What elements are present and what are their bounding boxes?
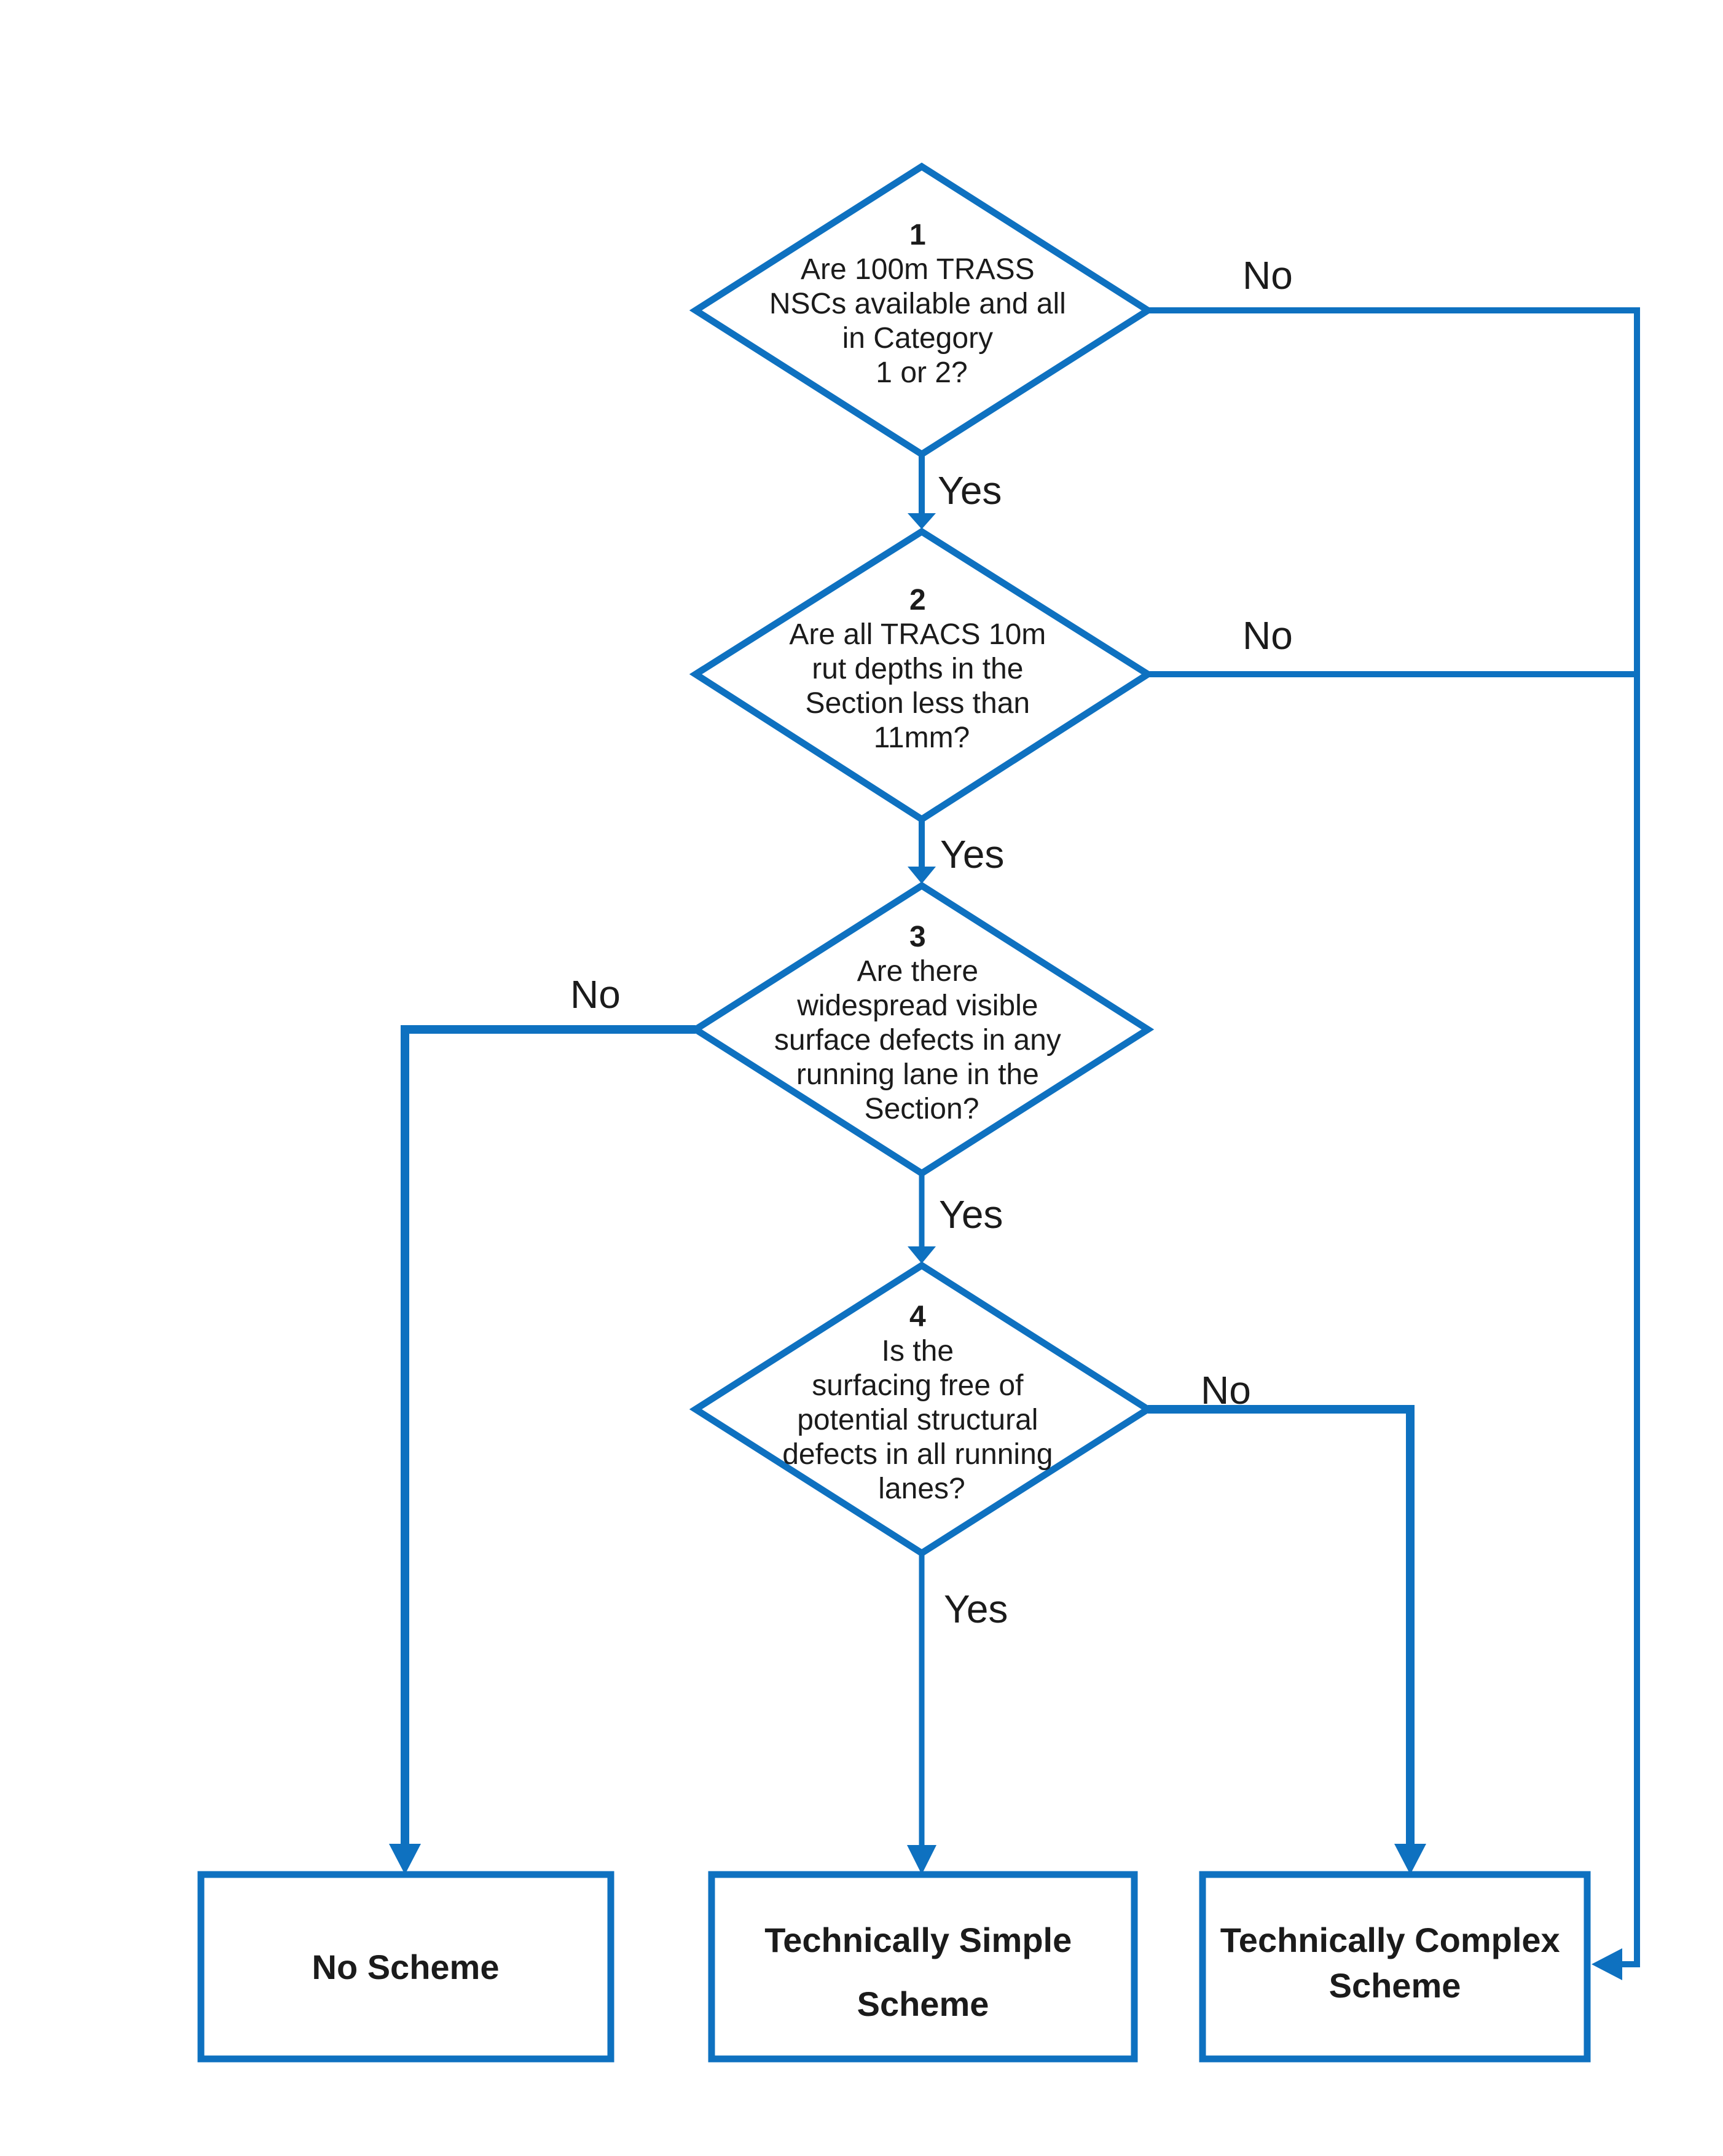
decision-1-text: 1 Are 100m TRASS NSCs available and all …	[769, 219, 1074, 389]
decision-1-number: 1	[909, 219, 926, 251]
label-q2-yes: Yes	[940, 832, 1004, 876]
edge-q3-no	[401, 1025, 696, 1845]
label-q3-no: No	[570, 972, 621, 1017]
outcome-nodes	[197, 1871, 1591, 2063]
arrowhead-left-into-complex	[1592, 1948, 1622, 1980]
decision-4-number: 4	[909, 1300, 926, 1333]
decision-4-diamond	[689, 1261, 1155, 1557]
technically-simple-box	[708, 1871, 1138, 2063]
label-q3-yes: Yes	[939, 1192, 1003, 1237]
arrowhead-down-into-q4	[908, 1246, 936, 1264]
arrowhead-down-into-simple	[907, 1845, 936, 1875]
decision-3-number: 3	[909, 921, 926, 953]
decision-3-diamond	[689, 881, 1155, 1178]
edge-q1-no	[1148, 307, 1640, 1967]
arrowhead-down-into-q2	[908, 513, 936, 529]
arrowhead-down-into-no-scheme	[389, 1844, 421, 1875]
no-scheme-box	[197, 1871, 614, 2063]
label-q1-no: No	[1242, 253, 1293, 297]
label-q4-no: No	[1201, 1368, 1251, 1412]
decision-2-number: 2	[909, 584, 926, 616]
no-scheme-label: No Scheme	[312, 1948, 500, 1986]
technically-complex-box	[1199, 1871, 1591, 2063]
edges	[389, 307, 1640, 1980]
decision-nodes	[689, 162, 1155, 1557]
decision-2-diamond	[689, 527, 1155, 824]
decision-2-text: 2 Are all TRACS 10m rut depths in the Se…	[789, 584, 1054, 754]
arrowhead-down-into-q3	[908, 867, 936, 884]
decision-1-diamond	[689, 162, 1155, 458]
label-q4-yes: Yes	[944, 1587, 1008, 1631]
decision-3-text: 3 Are there widespread visible surface d…	[774, 921, 1069, 1125]
label-q2-no: No	[1242, 613, 1293, 658]
technically-simple-label: Technically Simple Scheme	[764, 1921, 1081, 2023]
arrowhead-down-into-complex	[1394, 1844, 1426, 1875]
decision-4-text: 4 Is the surfacing free of potential str…	[782, 1300, 1061, 1505]
label-q1-yes: Yes	[938, 468, 1002, 513]
technically-complex-label: Technically Complex Scheme	[1220, 1921, 1569, 2005]
edge-q4-no	[1148, 1405, 1415, 1845]
